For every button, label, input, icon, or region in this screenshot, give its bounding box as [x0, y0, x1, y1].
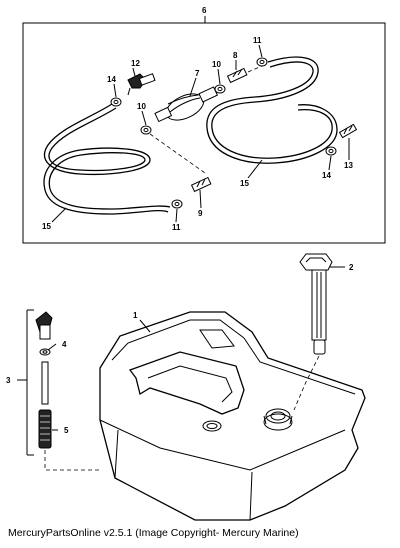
callout-14b: 14 — [322, 171, 331, 180]
hose-clamp-11b — [171, 199, 183, 209]
fuel-line-kit-group — [22, 16, 386, 244]
fuel-connector-12 — [127, 73, 156, 96]
callout-11b: 11 — [172, 223, 181, 232]
fuel-line-kit-box — [22, 22, 386, 244]
callout-2: 2 — [349, 263, 354, 272]
callout-8: 8 — [233, 51, 238, 60]
callout-14a: 14 — [107, 75, 116, 84]
hose-clamp-11a — [256, 57, 268, 67]
callout-6: 6 — [202, 6, 207, 15]
callout-4: 4 — [62, 340, 67, 349]
callout-12: 12 — [131, 59, 140, 68]
portable-fuel-tank — [99, 311, 366, 521]
callout-15a: 15 — [42, 222, 51, 231]
callout-3: 3 — [6, 376, 11, 385]
fuel-hose-right — [206, 56, 338, 164]
callout-7: 7 — [195, 69, 200, 78]
hose-clamp-14b — [325, 146, 337, 156]
fuel-gauge-assembly — [17, 309, 100, 471]
callout-11a: 11 — [253, 36, 262, 45]
fuel-pickup-assembly — [293, 253, 345, 411]
callout-10b: 10 — [137, 102, 146, 111]
hose-clamp-14a — [110, 97, 122, 107]
callout-13: 13 — [344, 161, 353, 170]
callout-15b: 15 — [240, 179, 249, 188]
fuel-fitting-9 — [190, 176, 212, 193]
fuel-fitting-13 — [338, 123, 358, 139]
clamp-10-left — [140, 125, 152, 135]
callout-10a: 10 — [212, 60, 221, 69]
primer-bulb — [154, 86, 219, 123]
clamp-10-right — [214, 84, 226, 94]
check-valve-8 — [226, 67, 248, 84]
fuel-hose-left — [43, 103, 171, 215]
callout-1: 1 — [133, 311, 138, 320]
callout-9: 9 — [198, 209, 203, 218]
callout-5: 5 — [64, 426, 69, 435]
copyright-footer: MercuryPartsOnline v2.5.1 (Image Copyrig… — [8, 527, 299, 539]
